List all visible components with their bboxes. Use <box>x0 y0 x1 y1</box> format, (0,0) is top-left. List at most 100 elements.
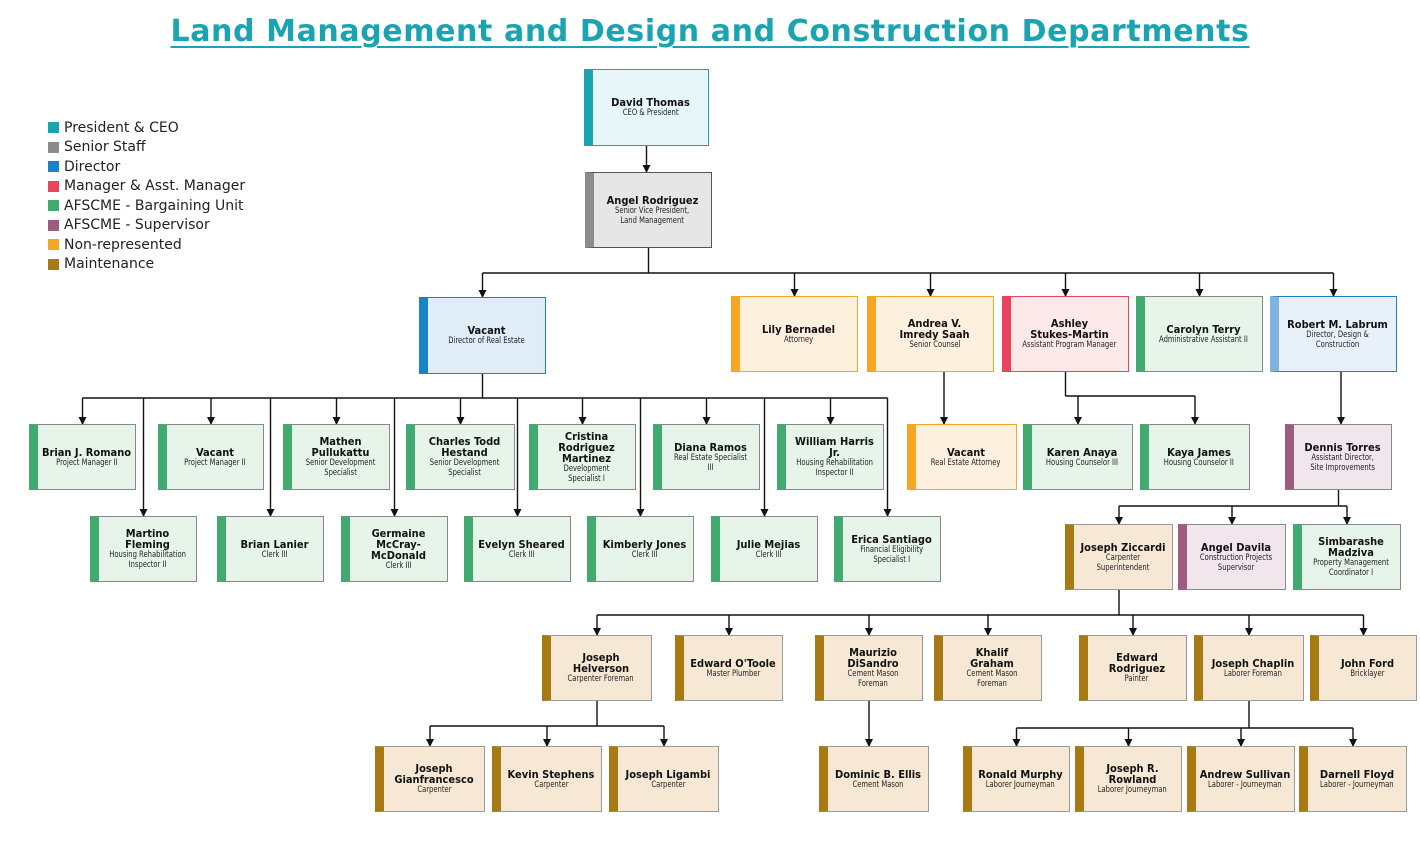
node-name: Karen Anaya <box>1046 445 1118 459</box>
node-name: Dominic B. Ellis <box>834 767 922 781</box>
legend-item: AFSCME - Bargaining Unit <box>48 196 245 216</box>
node-title: Carpenter <box>650 779 686 790</box>
legend-swatch <box>48 141 59 153</box>
node-title: Painter <box>1125 674 1149 684</box>
node-name: Germaine McCray-McDonald <box>371 526 426 562</box>
node-title: Assistant Director, Site Improvements <box>1310 452 1375 473</box>
node-title: Project Manager II <box>55 457 118 468</box>
node-title: Development Specialist I <box>563 463 610 484</box>
node-name: Charles Todd Hestand <box>428 435 501 459</box>
node-name: William Harris Jr. <box>795 435 874 459</box>
node-name: Brian Lanier <box>240 537 309 551</box>
legend-swatch <box>48 219 59 231</box>
legend-item: Director <box>48 157 245 177</box>
node-title: Financial Eligibility Specialist I <box>860 544 923 565</box>
node-name: Andrew Sullivan <box>1199 767 1291 781</box>
node-name: Kimberly Jones <box>602 537 687 551</box>
node-name: Edward Rodriguez <box>1108 651 1166 675</box>
node-title: Carpenter Superintendent <box>1096 552 1150 573</box>
node-name: Diana Ramos <box>674 440 747 454</box>
legend-swatch <box>48 258 59 270</box>
node-name: Vacant <box>946 445 986 459</box>
node-title: Senior Vice President, Land Management <box>615 205 690 226</box>
node-name: Edward O'Toole <box>690 656 776 670</box>
node-title: Senior Development Specialist <box>429 458 500 478</box>
node-title: Housing Counselor II <box>1163 457 1235 468</box>
legend-item: Manager & Asst. Manager <box>48 177 245 197</box>
node-title: Housing Rehabilitation Inspector II <box>796 458 873 478</box>
node-title: Clerk III <box>385 560 412 571</box>
node-title: Clerk III <box>631 549 658 560</box>
node-name: Kaya James <box>1167 445 1231 459</box>
node-name: Angel Rodriguez <box>606 193 699 207</box>
node-title: Real Estate Attorney <box>931 457 1001 468</box>
node-name: Maurizio DiSandro <box>847 646 899 670</box>
node-title: Laborer Journeyman <box>1098 785 1167 795</box>
node-title: Assistant Program Manager <box>1022 340 1117 350</box>
node-name: Ashley Stukes-Martin <box>1030 317 1109 341</box>
node-title: Clerk III <box>261 549 288 560</box>
legend-label: President & CEO <box>64 119 179 136</box>
legend-item: Non-represented <box>48 235 245 255</box>
node-title: Cement Mason Foreman <box>847 669 899 689</box>
node-title: Real Estate Specialist III <box>673 452 748 473</box>
node-title: Project Manager II <box>184 457 246 468</box>
node-title: Senior Development Specialist <box>305 458 376 478</box>
node-name: Brian J. Romano <box>41 445 132 459</box>
node-title: Laborer Foreman <box>1224 668 1282 679</box>
node-title: Laborer Journeyman <box>986 779 1055 790</box>
node-title: Clerk III <box>755 549 782 560</box>
node-title: Director of Real Estate <box>448 336 525 346</box>
node-name: Dennis Torres <box>1304 440 1381 454</box>
node-title: Director, Design & Construction <box>1306 329 1369 350</box>
node-name: Vacant <box>195 445 235 459</box>
node-name: John Ford <box>1340 656 1395 670</box>
chart-title: Land Management and Design and Construct… <box>170 14 1250 49</box>
node-title: Cement Mason Foreman <box>966 669 1018 689</box>
node-title: CEO & President <box>622 108 679 118</box>
node-name: Angel Davila <box>1200 540 1272 554</box>
node-name: Joseph Chaplin <box>1211 656 1295 670</box>
legend-item: Senior Staff <box>48 138 245 158</box>
legend-item: AFSCME - Supervisor <box>48 216 245 236</box>
node-name: Darnell Floyd <box>1319 767 1395 781</box>
legend-swatch <box>48 122 59 134</box>
legend-label: Maintenance <box>64 256 155 273</box>
node-name: Carolyn Terry <box>1166 322 1241 336</box>
node-title: Carpenter <box>533 779 569 790</box>
legend-label: AFSCME - Bargaining Unit <box>64 197 244 214</box>
node-name: Cristina Rodriguez Martinez <box>558 429 615 465</box>
legend-label: Senior Staff <box>64 139 146 156</box>
legend-label: Manager & Asst. Manager <box>64 178 246 195</box>
node-name: Robert M. Labrum <box>1287 317 1388 331</box>
node-name: Erica Santiago <box>851 532 932 546</box>
node-name: Lily Bernadel <box>761 322 836 336</box>
